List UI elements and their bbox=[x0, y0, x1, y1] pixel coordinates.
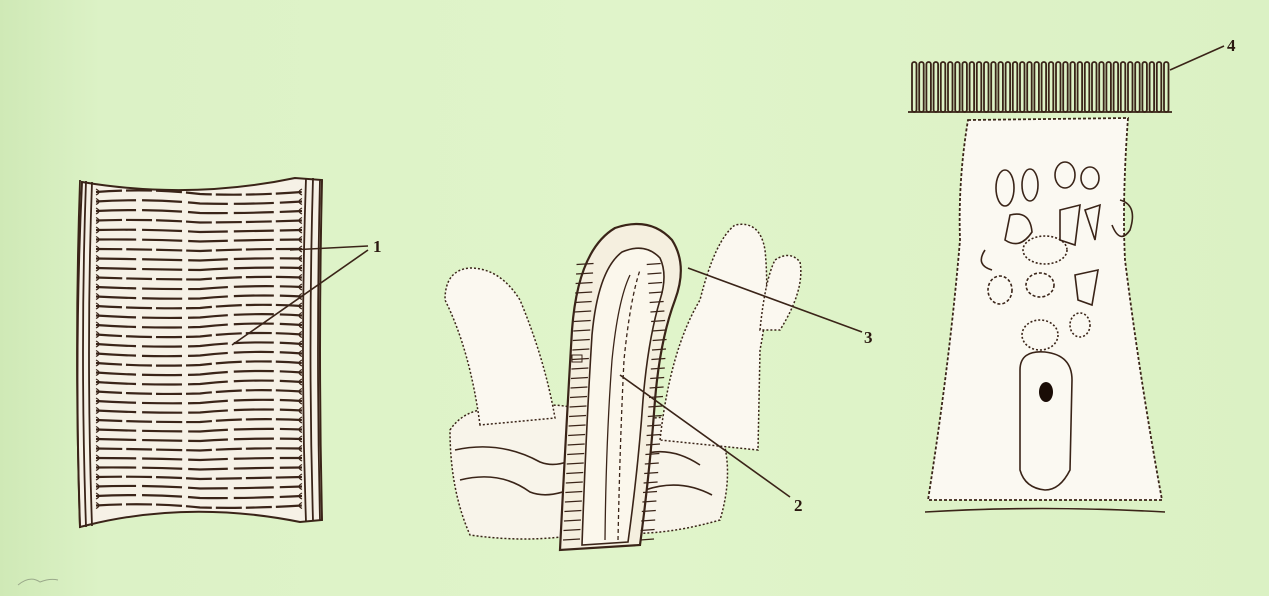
microvillus bbox=[1078, 62, 1083, 112]
signature-mark bbox=[18, 579, 58, 585]
microvillus bbox=[1157, 62, 1162, 112]
label-2: 2 bbox=[794, 497, 803, 514]
microvillus bbox=[1164, 62, 1169, 112]
microvillus bbox=[1085, 62, 1090, 112]
leader-4 bbox=[1170, 46, 1224, 70]
microvillus bbox=[941, 62, 946, 112]
microvillus bbox=[1092, 62, 1097, 112]
microvillus bbox=[955, 62, 960, 112]
microvillus bbox=[991, 62, 996, 112]
epithelium-tick-right bbox=[640, 539, 654, 540]
microvillus bbox=[1070, 62, 1075, 112]
microvillus bbox=[1135, 62, 1140, 112]
microvillus bbox=[1150, 62, 1155, 112]
microvillus bbox=[912, 62, 917, 112]
microvillus bbox=[1142, 62, 1147, 112]
microvillus bbox=[970, 62, 975, 112]
microvillus bbox=[1013, 62, 1018, 112]
epithelial-cell-panel bbox=[908, 62, 1172, 512]
villi-panel bbox=[445, 224, 801, 550]
label-3: 3 bbox=[864, 329, 873, 346]
microvillus bbox=[1128, 62, 1133, 112]
label-4: 4 bbox=[1227, 37, 1236, 54]
microvillus bbox=[1034, 62, 1039, 112]
label-1: 1 bbox=[373, 238, 382, 255]
microvillus bbox=[998, 62, 1003, 112]
microvillus bbox=[962, 62, 967, 112]
intestinal-wall-panel bbox=[77, 178, 322, 528]
microvillus bbox=[1027, 62, 1032, 112]
microvillus bbox=[948, 62, 953, 112]
cell-body bbox=[928, 118, 1162, 500]
nucleus-dot bbox=[1039, 382, 1053, 402]
microvillus bbox=[926, 62, 931, 112]
microvillus bbox=[1114, 62, 1119, 112]
microvillus bbox=[1042, 62, 1047, 112]
microvillus bbox=[1099, 62, 1104, 112]
microvilli bbox=[908, 62, 1172, 112]
microvillus bbox=[1020, 62, 1025, 112]
microvillus bbox=[1056, 62, 1061, 112]
microvillus bbox=[1106, 62, 1111, 112]
microvillus bbox=[1121, 62, 1126, 112]
microvillus bbox=[1063, 62, 1068, 112]
microvillus bbox=[984, 62, 989, 112]
microvillus bbox=[1049, 62, 1054, 112]
microvillus bbox=[1006, 62, 1011, 112]
microvillus bbox=[919, 62, 924, 112]
microvillus bbox=[934, 62, 939, 112]
microvillus bbox=[977, 62, 982, 112]
villus-left bbox=[445, 268, 555, 425]
